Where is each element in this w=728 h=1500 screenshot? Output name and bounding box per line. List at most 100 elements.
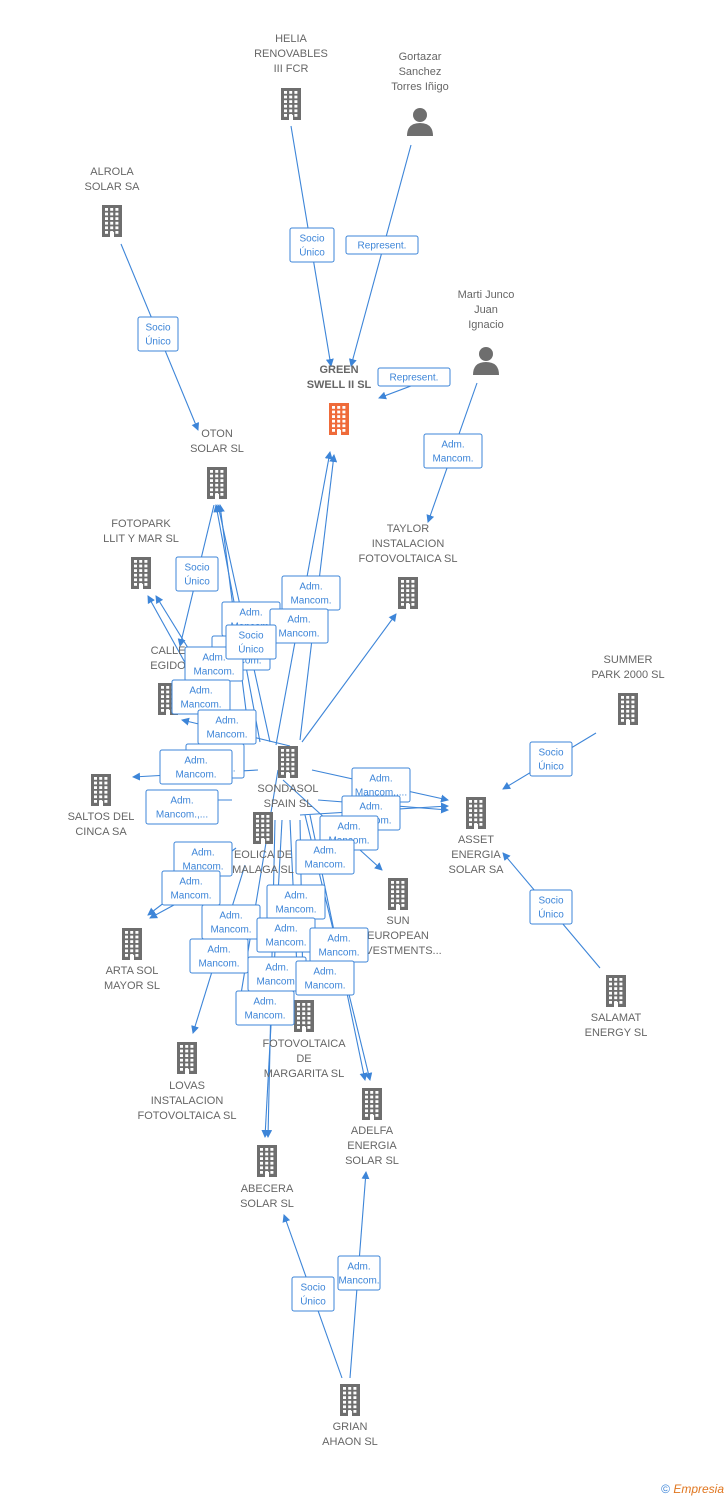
building-icon[interactable] (177, 1042, 197, 1074)
node-label[interactable]: ASSET (458, 834, 494, 846)
building-icon[interactable] (294, 1000, 314, 1032)
building-icon[interactable] (122, 928, 142, 960)
building-icon[interactable] (398, 577, 418, 609)
node-label[interactable]: CINCA SA (75, 826, 127, 838)
building-icon[interactable] (278, 746, 298, 778)
node-fotomargarita[interactable]: FOTOVOLTAICA DE MARGARITA SL (262, 1000, 346, 1080)
node-label[interactable]: SOLAR SA (84, 181, 140, 193)
building-icon[interactable] (207, 467, 227, 499)
node-label[interactable]: SALTOS DEL (68, 811, 135, 823)
relation-label[interactable]: Adm.Mancom. (423, 433, 483, 469)
node-label[interactable]: SPAIN SL (264, 798, 313, 810)
node-saltos[interactable]: SALTOS DEL CINCA SA (68, 774, 135, 838)
node-label[interactable]: Marti Junco (458, 289, 515, 301)
node-label[interactable]: Ignacio (468, 319, 503, 331)
node-label[interactable]: MALAGA SL (232, 864, 294, 876)
building-icon[interactable] (281, 88, 301, 120)
person-icon[interactable] (473, 347, 499, 375)
node-eolica[interactable]: EOLICA DE MALAGA SL (232, 812, 294, 876)
building-icon[interactable] (253, 812, 273, 844)
node-label[interactable]: EGIDO (150, 660, 186, 672)
node-label[interactable]: SOLAR SL (190, 443, 244, 455)
relation-label[interactable]: Adm.Mancom.,... (145, 789, 219, 825)
node-sondasol[interactable]: SONDASOL SPAIN SL (257, 746, 319, 810)
node-label[interactable]: OTON (201, 428, 233, 440)
node-green[interactable]: GREEN SWELL II SL (307, 364, 372, 435)
node-oton[interactable]: OTON SOLAR SL (190, 428, 244, 499)
relation-label[interactable]: Adm.Mancom. (201, 904, 261, 940)
node-adelfa[interactable]: ADELFA ENERGIA SOLAR SL (345, 1088, 399, 1167)
relation-label[interactable]: Adm.Mancom. (159, 749, 233, 785)
node-label[interactable]: INSTALACION (151, 1095, 224, 1107)
node-label[interactable]: TAYLOR (387, 523, 429, 535)
node-summer[interactable]: SUMMER PARK 2000 SL (591, 654, 665, 725)
relation-label[interactable]: Adm.Mancom. (266, 884, 326, 920)
node-label[interactable]: ABECERA (241, 1183, 294, 1195)
node-label[interactable]: Sanchez (399, 66, 442, 78)
node-label[interactable]: MARGARITA SL (264, 1068, 344, 1080)
node-label[interactable]: SALAMAT (591, 1012, 642, 1024)
node-label[interactable]: HELIA (275, 33, 307, 45)
node-label[interactable]: SUN (386, 915, 409, 927)
node-label[interactable]: SOLAR SL (345, 1155, 399, 1167)
relation-label[interactable]: Adm.Mancom. (309, 927, 369, 963)
node-alrola[interactable]: ALROLA SOLAR SA (84, 166, 140, 237)
node-sun[interactable]: SUNEUROPEANINVESTMENTS... (354, 878, 442, 957)
building-icon[interactable] (618, 693, 638, 725)
relation-label[interactable]: Adm.Mancom. (161, 870, 221, 906)
node-label[interactable]: AHAON SL (322, 1436, 378, 1448)
node-label[interactable]: DE (296, 1053, 311, 1065)
node-label[interactable]: FOTOVOLTAICA SL (137, 1110, 236, 1122)
node-label[interactable]: SWELL II SL (307, 379, 372, 391)
node-label[interactable]: Gortazar (399, 51, 442, 63)
relation-label[interactable]: Adm.Mancom. (189, 938, 249, 974)
node-label[interactable]: SOLAR SA (448, 864, 504, 876)
node-label[interactable]: ENERGIA (451, 849, 501, 861)
node-label[interactable]: PARK 2000 SL (591, 669, 664, 681)
building-icon[interactable] (329, 403, 349, 435)
node-label[interactable]: ADELFA (351, 1125, 394, 1137)
building-icon[interactable] (466, 797, 486, 829)
node-asset[interactable]: ASSET ENERGIA SOLAR SA (448, 797, 504, 876)
building-icon[interactable] (131, 557, 151, 589)
brand-logo[interactable]: Empresia (673, 1482, 724, 1496)
node-label[interactable]: SONDASOL (257, 783, 318, 795)
building-icon[interactable] (340, 1384, 360, 1416)
node-label[interactable]: EUROPEAN (367, 930, 429, 942)
relation-label[interactable]: Represent. (345, 235, 419, 255)
building-icon[interactable] (91, 774, 111, 806)
node-label[interactable]: ALROLA (90, 166, 134, 178)
relation-label[interactable]: Adm.Mancom. (171, 679, 231, 715)
relation-label[interactable]: Adm.Mancom. (256, 917, 316, 953)
building-icon[interactable] (102, 205, 122, 237)
node-label[interactable]: EOLICA DE (234, 849, 292, 861)
relation-label[interactable]: Adm.Mancom. (295, 839, 355, 875)
node-label[interactable]: ENERGIA (347, 1140, 397, 1152)
relation-label[interactable]: Adm.Mancom. (235, 990, 295, 1026)
node-label[interactable]: GREEN (319, 364, 358, 376)
node-label[interactable]: FOTOVOLTAICA SL (358, 553, 457, 565)
building-icon[interactable] (606, 975, 626, 1007)
building-icon[interactable] (257, 1145, 277, 1177)
node-label[interactable]: Juan (474, 304, 498, 316)
node-taylor[interactable]: TAYLOR INSTALACION FOTOVOLTAICA SL (358, 523, 458, 609)
relation-label[interactable]: Adm.Mancom. (197, 709, 257, 745)
node-label[interactable]: FOTOVOLTAICA (262, 1038, 346, 1050)
relation-label[interactable]: Represent. (377, 367, 451, 387)
building-icon[interactable] (362, 1088, 382, 1120)
node-label[interactable]: Torres Iñigo (391, 81, 448, 93)
node-label[interactable]: SUMMER (604, 654, 653, 666)
node-label[interactable]: INSTALACION (372, 538, 445, 550)
